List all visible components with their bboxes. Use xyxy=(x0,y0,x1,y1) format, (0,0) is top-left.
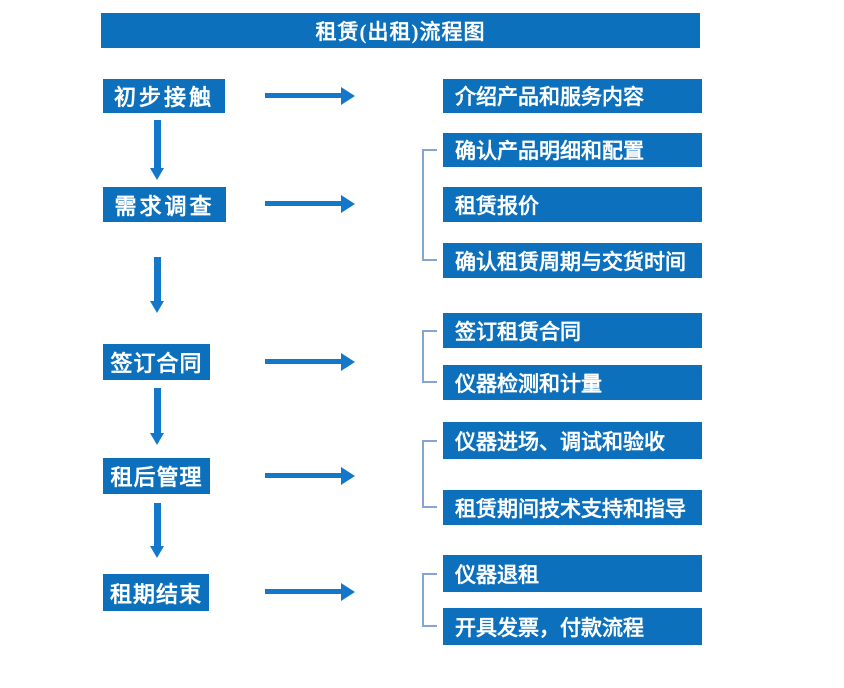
detail-box-rental-quotation: 租赁报价 xyxy=(443,187,702,222)
arrow-head xyxy=(150,168,164,180)
detail-box-introduce-products: 介绍产品和服务内容 xyxy=(443,79,702,113)
detail-box-invoice-payment: 开具发票，付款流程 xyxy=(443,608,702,645)
arrow-right-icon-1 xyxy=(265,87,355,105)
arrow-shaft xyxy=(265,589,342,594)
arrow-shaft xyxy=(154,503,161,546)
detail-box-confirm-product-config: 确认产品明细和配置 xyxy=(443,133,702,167)
bracket-group-sign-contract xyxy=(422,330,437,383)
arrow-head xyxy=(341,353,355,371)
arrow-shaft xyxy=(154,120,161,168)
detail-box-instrument-testing: 仪器检测和计量 xyxy=(443,365,702,400)
step-box-sign-contract: 签订合同 xyxy=(103,344,210,380)
arrow-down-icon-2 xyxy=(150,257,165,313)
bracket-group-rental-end xyxy=(422,573,437,627)
step-box-post-rental-management: 租后管理 xyxy=(103,458,210,494)
step-box-rental-end: 租期结束 xyxy=(103,574,209,611)
arrow-shaft xyxy=(154,257,161,301)
arrow-down-icon-3 xyxy=(150,388,165,445)
detail-box-instrument-setup-acceptance: 仪器进场、调试和验收 xyxy=(443,422,702,459)
arrow-down-icon-4 xyxy=(150,503,165,558)
bracket-group-post-rental xyxy=(422,440,437,508)
arrow-down-icon-1 xyxy=(150,120,165,180)
step-box-demand-survey: 需求调查 xyxy=(103,187,226,222)
arrow-shaft xyxy=(154,388,161,433)
flowchart-title-bar: 租赁(出租)流程图 xyxy=(101,13,700,48)
arrow-head xyxy=(341,467,355,485)
arrow-head xyxy=(150,301,164,313)
arrow-head xyxy=(341,87,355,105)
arrow-right-icon-4 xyxy=(265,467,355,485)
detail-box-sign-rental-contract: 签订租赁合同 xyxy=(443,313,702,348)
arrow-head xyxy=(341,195,355,213)
arrow-right-icon-3 xyxy=(265,353,355,371)
arrow-shaft xyxy=(265,201,342,206)
arrow-shaft xyxy=(265,473,342,478)
flowchart-title: 租赁(出租)流程图 xyxy=(315,19,486,44)
detail-box-rental-tech-support: 租赁期间技术支持和指导 xyxy=(443,490,702,525)
bracket-group-demand-survey xyxy=(422,149,437,261)
arrow-shaft xyxy=(265,93,342,98)
detail-box-instrument-return: 仪器退租 xyxy=(443,555,702,592)
arrow-shaft xyxy=(265,359,342,364)
step-box-initial-contact: 初步接触 xyxy=(103,79,225,113)
arrow-right-icon-5 xyxy=(265,583,355,601)
arrow-head xyxy=(341,583,355,601)
arrow-right-icon-2 xyxy=(265,195,355,213)
detail-box-confirm-period-delivery: 确认租赁周期与交货时间 xyxy=(443,243,702,278)
arrow-head xyxy=(150,546,164,558)
arrow-head xyxy=(150,433,164,445)
